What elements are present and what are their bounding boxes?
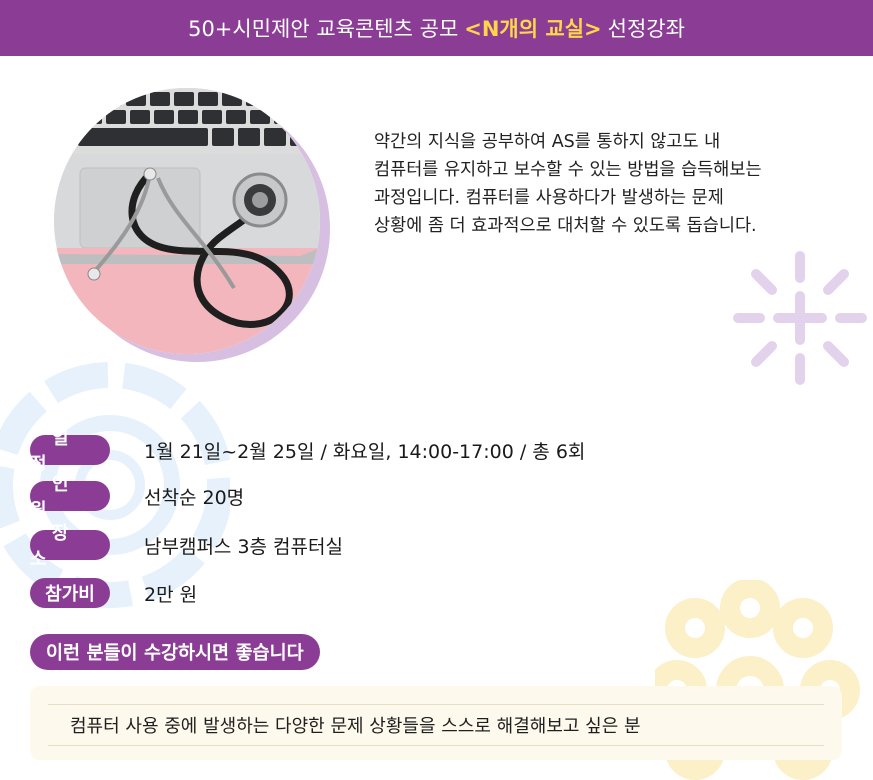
capacity-value: 선착순 20명	[144, 486, 245, 509]
laptop-stethoscope-image	[54, 88, 320, 354]
course-description: 약간의 지식을 공부하여 AS를 통하지 않고도 내 컴퓨터를 유지하고 보수할…	[374, 128, 844, 240]
lavender-burst-decoration	[733, 251, 867, 385]
location-label: 장소	[30, 523, 110, 570]
description-line: 약간의 지식을 공부하여 AS를 통하지 않고도 내	[374, 132, 721, 152]
target-audience-title: 이런 분들이 수강하시면 좋습니다	[30, 634, 320, 670]
schedule-value: 1월 21일~2월 25일 / 화요일, 14:00-17:00 / 총 6회	[144, 440, 586, 463]
banner-suffix: 선정강좌	[607, 17, 685, 41]
target-audience-box: 컴퓨터 사용 중에 발생하는 다양한 문제 상황들을 스스로 해결해보고 싶은 …	[30, 686, 842, 760]
header-banner: 50+시민제안 교육콘텐츠 공모 <N개의 교실> 선정강좌	[0, 0, 873, 56]
banner-highlight: <N개의 교실>	[464, 17, 602, 41]
description-line: 상황에 좀 더 효과적으로 대처할 수 있도록 돕습니다.	[374, 216, 757, 236]
banner-prefix: 50+시민제안 교육콘텐츠 공모	[188, 17, 459, 41]
info-row-capacity: 인원 선착순 20명	[30, 474, 245, 521]
target-audience-item: 컴퓨터 사용 중에 발생하는 다양한 문제 상황들을 스스로 해결해보고 싶은 …	[48, 704, 824, 746]
info-row-location: 장소 남부캠퍼스 3층 컴퓨터실	[30, 523, 343, 570]
fee-value: 2만 원	[144, 583, 198, 606]
description-line: 과정입니다. 컴퓨터를 사용하다가 발생하는 문제	[374, 188, 724, 208]
location-value: 남부캠퍼스 3층 컴퓨터실	[144, 535, 343, 558]
course-photo	[54, 88, 330, 364]
info-row-schedule: 일정 1월 21일~2월 25일 / 화요일, 14:00-17:00 / 총 …	[30, 428, 586, 475]
info-row-fee: 참가비 2만 원	[30, 578, 197, 608]
capacity-label: 인원	[30, 474, 110, 521]
schedule-label: 일정	[30, 428, 110, 475]
target-audience-text: 컴퓨터 사용 중에 발생하는 다양한 문제 상황들을 스스로 해결해보고 싶은 …	[70, 716, 641, 737]
fee-label: 참가비	[30, 578, 110, 608]
description-line: 컴퓨터를 유지하고 보수할 수 있는 방법을 습득해보는	[374, 160, 762, 180]
